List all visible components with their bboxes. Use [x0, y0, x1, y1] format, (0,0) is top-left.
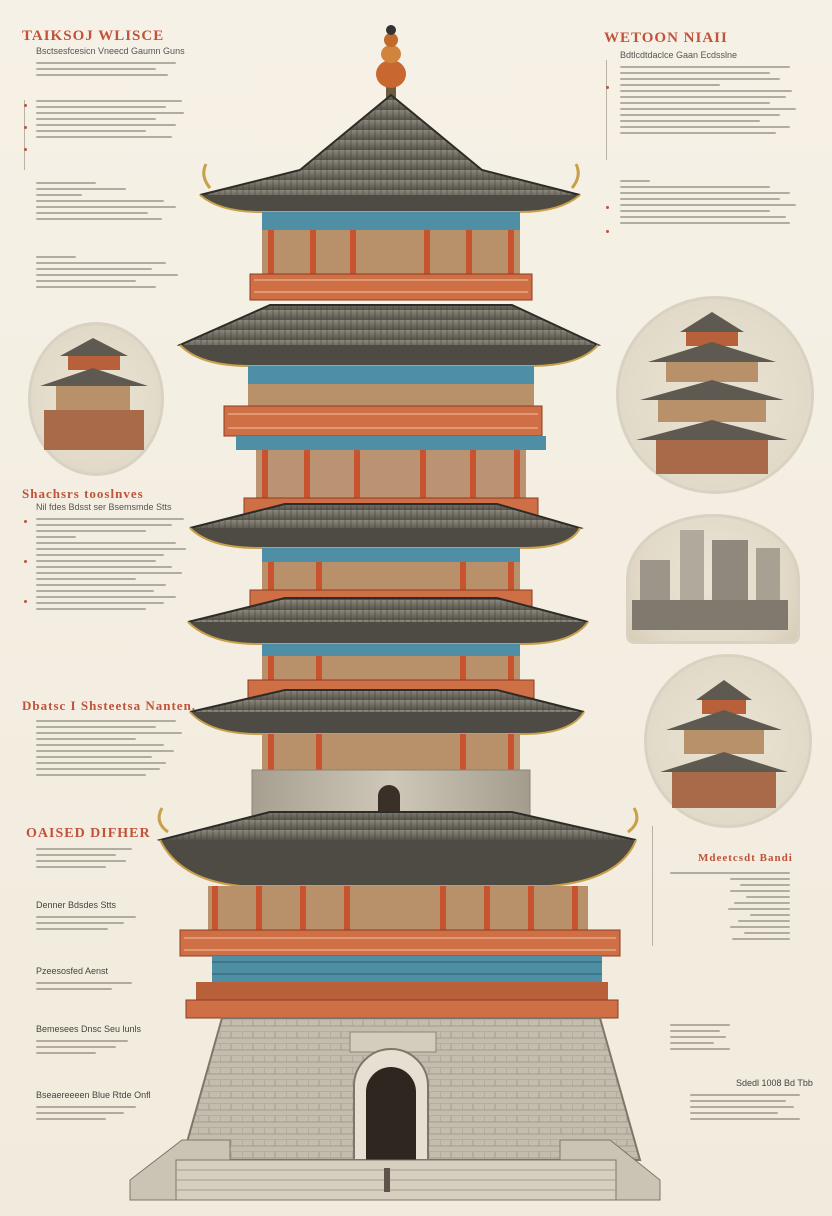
margin-marker — [24, 600, 27, 603]
left-text-block-6 — [36, 716, 186, 780]
left-text-block-3 — [36, 178, 186, 224]
vignette-pagoda-right-top — [636, 312, 788, 474]
roof-tier-6 — [156, 807, 639, 887]
right-text-block-2 — [620, 176, 800, 228]
vignette-ruins — [632, 530, 788, 630]
left-row-a: Denner Bdsdes Stts — [36, 900, 117, 910]
left-text-block-1 — [36, 58, 186, 80]
margin-marker — [24, 520, 27, 523]
left-heading-1: TAIKSOJ WLISCE — [22, 28, 165, 44]
tier-2-body — [223, 366, 546, 517]
left-text-block-10 — [36, 1036, 146, 1058]
vignette-pagoda-right-bottom — [660, 680, 788, 808]
right-lower-rule — [652, 826, 653, 946]
tier-5-body — [251, 734, 531, 817]
vignette-pagoda-left — [40, 338, 148, 450]
right-margin-rule — [606, 60, 607, 160]
left-heading-2: Shachsrs tooslnves — [22, 486, 144, 501]
margin-marker — [24, 126, 27, 129]
left-heading-2-sub: Nil fdes Bdsst ser Bsemsmde Stts — [36, 502, 172, 512]
left-row-d: Bseaereeeen Blue Rtde Onfl — [36, 1090, 151, 1100]
tier-6-body — [179, 886, 621, 1019]
right-heading-1: WETOON NIAII — [604, 30, 728, 46]
right-text-block-4 — [670, 1020, 800, 1054]
left-text-block-9 — [36, 978, 146, 994]
roof-tier-1 — [199, 93, 581, 213]
left-text-block-4 — [36, 252, 186, 292]
finial — [376, 25, 406, 98]
left-text-block-11 — [36, 1102, 146, 1124]
margin-marker — [24, 148, 27, 151]
left-text-block-2 — [36, 96, 186, 142]
margin-marker — [606, 86, 609, 89]
left-text-block-5 — [36, 514, 186, 614]
margin-marker — [606, 206, 609, 209]
stone-base — [129, 1017, 661, 1201]
left-text-block-8 — [36, 912, 146, 934]
left-heading-4: OAISED DIFHER — [26, 826, 151, 841]
left-heading-1-sub: Bsctsesfcesicn Vneecd Gaumn Guns — [36, 46, 185, 56]
margin-marker — [606, 230, 609, 233]
margin-marker — [24, 560, 27, 563]
roof-tier-2 — [176, 304, 602, 367]
right-text-block-5 — [690, 1090, 810, 1124]
right-row-a: Sdedl 1008 Bd Tbb — [736, 1078, 813, 1088]
margin-marker — [24, 104, 27, 107]
right-heading-2: Mdeetcsdt Bandi — [698, 852, 793, 864]
left-row-c: Bemesees Dnsc Seu lunls — [36, 1024, 142, 1034]
left-margin-rule — [24, 100, 25, 170]
tier-1-body — [249, 212, 533, 301]
left-heading-3: Dbatsc I Shsteetsa Nanten. — [22, 698, 197, 713]
left-row-b: Pzeesosfed Aenst — [36, 966, 109, 976]
right-text-block-1 — [620, 62, 800, 138]
right-heading-1-sub: Bdtlcdtdaclce Gaan Ecdsslne — [620, 50, 738, 60]
right-text-block-3 — [670, 868, 800, 944]
left-text-block-7 — [36, 844, 146, 872]
